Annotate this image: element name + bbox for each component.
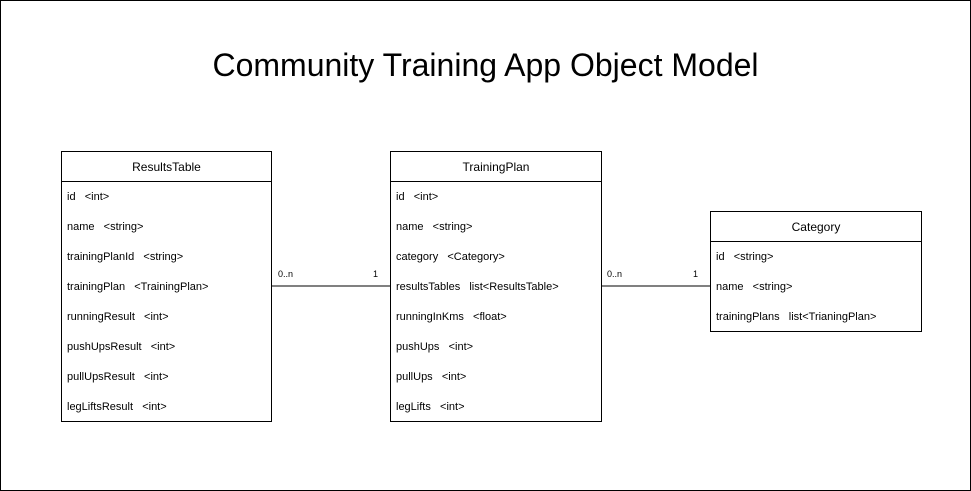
attribute-row: trainingPlanId <string>: [67, 251, 184, 263]
multiplicity-training-side: 1: [373, 269, 379, 279]
attribute-row: pullUps <int>: [396, 371, 467, 383]
attribute-row: pullUpsResult <int>: [67, 371, 169, 383]
attribute-row: runningResult <int>: [67, 311, 169, 323]
attribute-row: name <string>: [716, 281, 793, 293]
attribute-row: resultsTables list<ResultsTable>: [396, 281, 559, 293]
attribute-row: name <string>: [396, 221, 473, 233]
attribute-row: name <string>: [67, 221, 144, 233]
attribute-row: id <string>: [716, 251, 774, 263]
attribute-row: legLiftsResult <int>: [67, 401, 167, 413]
attribute-row: pushUps <int>: [396, 341, 474, 353]
attribute-row: pushUpsResult <int>: [67, 341, 176, 353]
class-training-plan[interactable]: TrainingPlan id <int> name <string> cate…: [390, 151, 602, 422]
attribute-row: trainingPlans list<TrianingPlan>: [716, 311, 877, 323]
attribute-row: id <int>: [396, 191, 439, 203]
attribute-row: runningInKms <float>: [396, 311, 507, 323]
class-category[interactable]: Category id <string> name <string> train…: [710, 211, 922, 332]
class-name: ResultsTable: [62, 152, 271, 182]
class-name: Category: [711, 212, 921, 242]
multiplicity-training-plan-side: 0..n: [607, 269, 623, 279]
diagram-title: Community Training App Object Model: [212, 47, 759, 83]
class-name: TrainingPlan: [391, 152, 601, 182]
attribute-row: trainingPlan <TrainingPlan>: [67, 281, 209, 293]
attribute-row: legLifts <int>: [396, 401, 465, 413]
attribute-row: id <int>: [67, 191, 110, 203]
class-results-table[interactable]: ResultsTable id <int> name <string> trai…: [61, 151, 272, 422]
attribute-row: category <Category>: [396, 251, 505, 263]
multiplicity-category-side: 1: [693, 269, 699, 279]
multiplicity-results-side: 0..n: [278, 269, 294, 279]
